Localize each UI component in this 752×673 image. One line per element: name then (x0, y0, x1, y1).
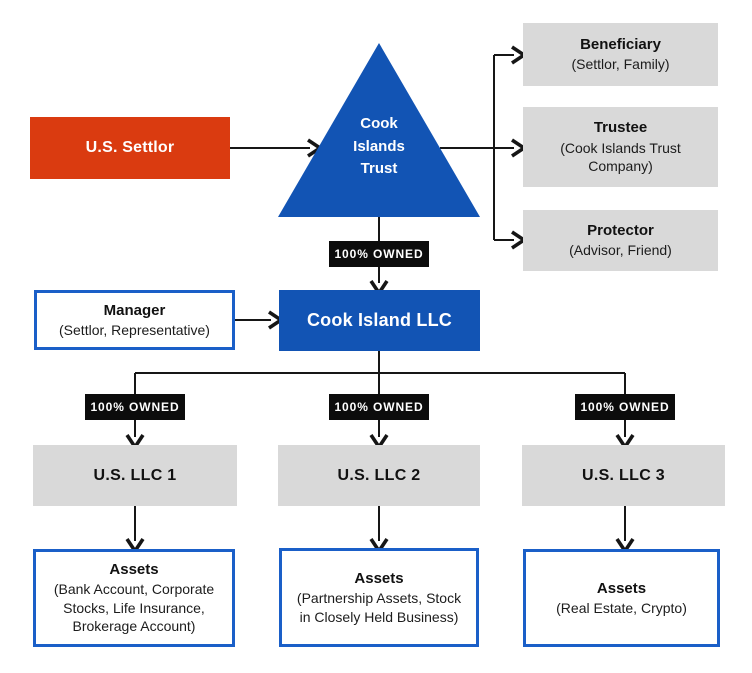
assets2-title: Assets (354, 569, 404, 587)
cook-island-llc-label: Cook Island LLC (306, 310, 452, 330)
owned-badge-llc3: 100% OWNED (575, 394, 675, 420)
us-llc3-label: U.S. LLC 3 (581, 466, 665, 484)
cook-island-llc-box: Cook Island LLC (279, 290, 480, 351)
trustee-box: Trustee (Cook Islands Trust Company) (523, 107, 718, 187)
beneficiary-title: Beneficiary (580, 36, 661, 54)
assets3-title: Assets (596, 579, 647, 597)
us-llc2-box: U.S. LLC 2 (278, 445, 480, 506)
manager-title: Manager (103, 301, 166, 319)
us-llc3-box: U.S. LLC 3 (522, 445, 725, 506)
beneficiary-box: Beneficiary (Settlor, Family) (523, 23, 718, 86)
assets2-box: Assets (Partnership Assets, Stock in Clo… (279, 548, 479, 647)
us-llc1-box: U.S. LLC 1 (33, 445, 237, 506)
assets1-title: Assets (109, 561, 159, 579)
us-llc2-label: U.S. LLC 2 (337, 466, 421, 484)
manager-box: Manager (Settlor, Representative) (34, 290, 235, 350)
owned-badge-trust-llc: 100% OWNED (329, 241, 429, 267)
cook-islands-trust-label: Cook Islands Trust (353, 115, 405, 177)
trustee-title: Trustee (593, 119, 648, 137)
us-settlor-box: U.S. Settlor (30, 117, 230, 179)
beneficiary-subtitle: (Settlor, Family) (571, 56, 670, 73)
assets2-subtitle: (Partnership Assets, Stock in Closely He… (296, 590, 462, 625)
us-llc1-label: U.S. LLC 1 (93, 466, 177, 484)
trustee-subtitle: (Cook Islands Trust Company) (560, 139, 681, 175)
assets1-box: Assets (Bank Account, Corporate Stocks, … (33, 549, 235, 647)
protector-subtitle: (Advisor, Friend) (569, 242, 672, 259)
owned-badge-llc2: 100% OWNED (329, 394, 429, 420)
assets3-subtitle: (Real Estate, Crypto) (556, 599, 687, 616)
assets1-subtitle: (Bank Account, Corporate Stocks, Life In… (53, 581, 215, 635)
manager-subtitle: (Settlor, Representative) (59, 321, 210, 338)
protector-title: Protector (587, 222, 654, 240)
owned-badge-llc1: 100% OWNED (85, 394, 185, 420)
assets3-box: Assets (Real Estate, Crypto) (523, 549, 720, 647)
protector-box: Protector (Advisor, Friend) (523, 210, 718, 271)
us-settlor-label: U.S. Settlor (85, 139, 175, 156)
